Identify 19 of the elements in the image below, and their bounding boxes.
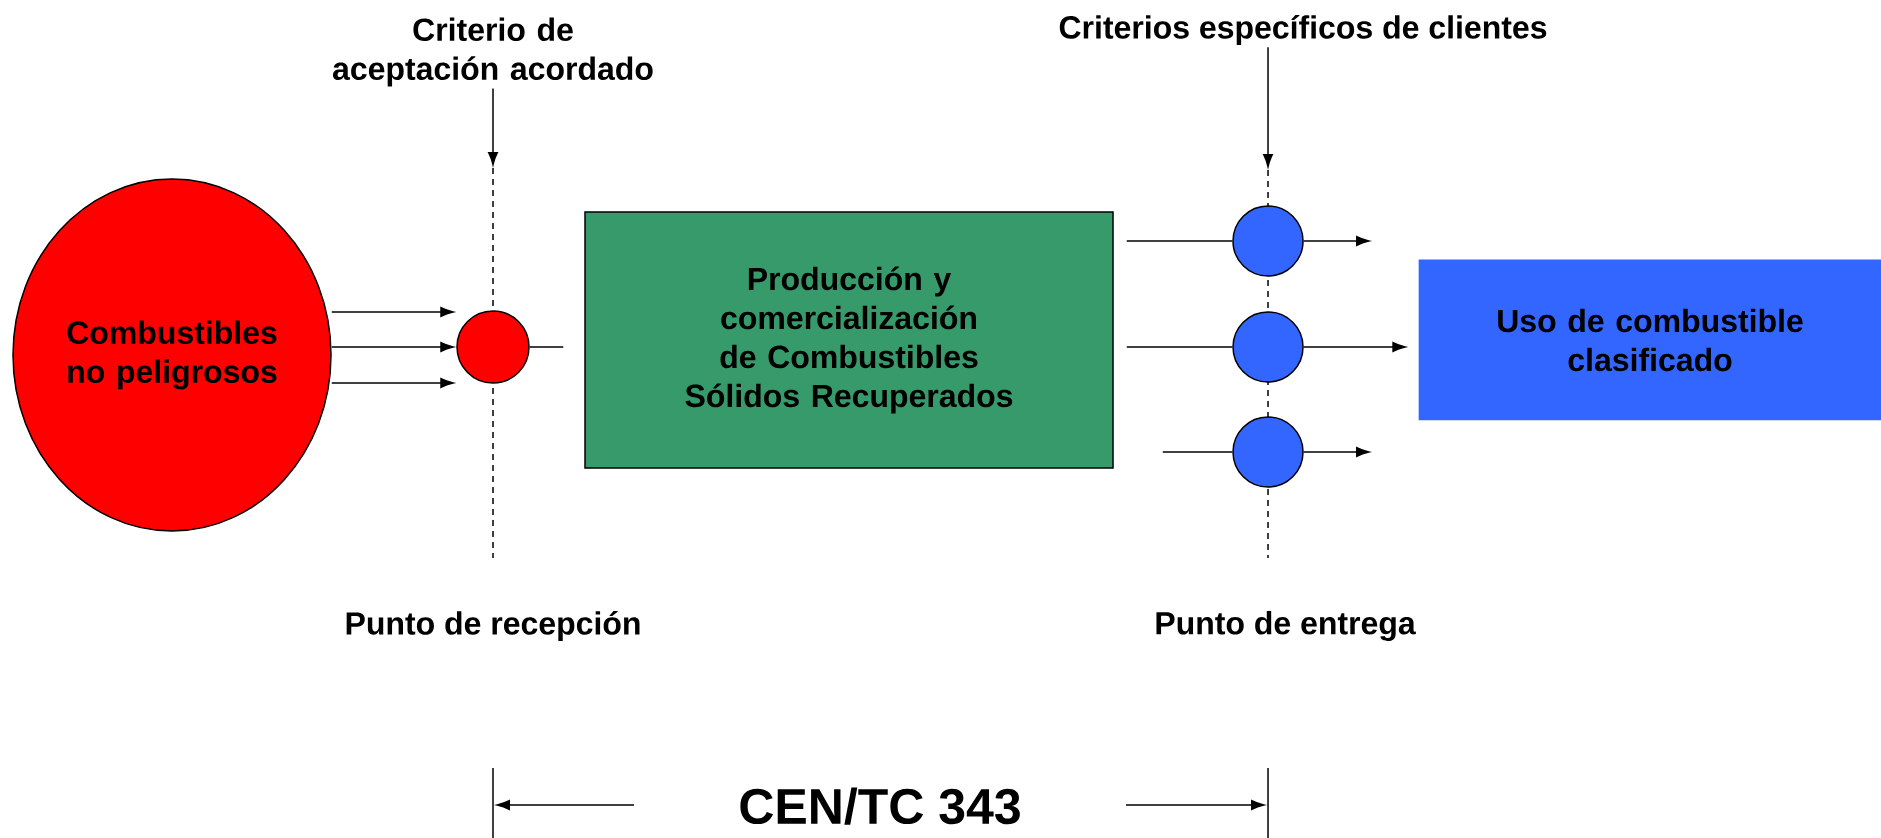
delivery-point: [1232, 205, 1304, 277]
process-box: Producción y comercialización de Combustibles Sólidos Recuperados: [584, 211, 1114, 469]
delivery-point: [1232, 311, 1304, 383]
arrow: [1303, 236, 1370, 246]
arrow: [331, 378, 454, 388]
arrow: [331, 307, 454, 317]
arrow: [1303, 342, 1406, 352]
delivery-point: [1232, 416, 1304, 488]
criterion-label: Criterios específicos de clientes: [1059, 14, 1547, 46]
criterion-label: Criterio de aceptación acordado: [333, 17, 653, 87]
arrow: [331, 342, 454, 352]
reception-point: [456, 310, 530, 384]
arrow: [1303, 447, 1370, 457]
arrow: [488, 87, 498, 166]
point-label: Punto de entrega: [1156, 611, 1416, 641]
committee-label: CEN/TC 343: [740, 787, 1020, 825]
arrow: [1263, 46, 1273, 168]
point-label: Punto de recepción: [346, 610, 640, 642]
use-box: Uso de combustible clasificado: [1418, 259, 1881, 421]
